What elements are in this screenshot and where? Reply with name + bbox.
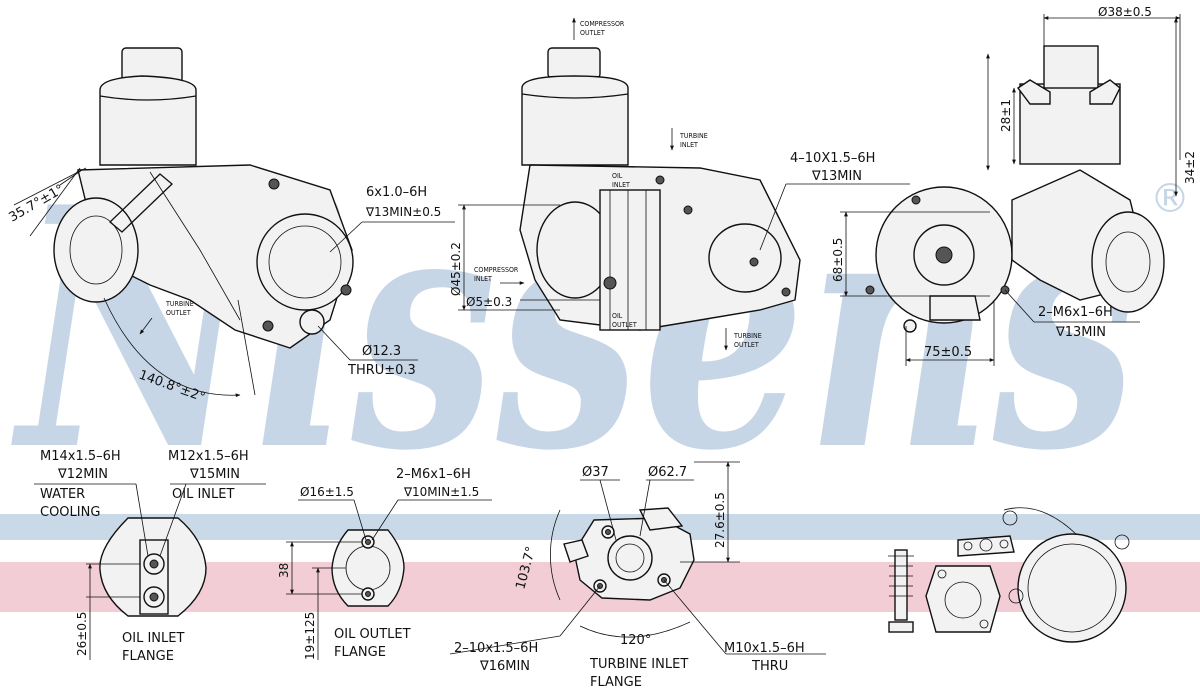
hole-dia-label: Ø12.3 bbox=[362, 344, 401, 359]
water-label-2: COOLING bbox=[40, 505, 100, 520]
dim-75-label: 75±0.5 bbox=[924, 345, 972, 360]
title-line-2: FLANGE bbox=[122, 649, 174, 664]
hole-thru-label: THRU±0.3 bbox=[347, 363, 416, 378]
thread-depth-label: ∇13MIN bbox=[811, 169, 862, 184]
oil-outlet-flange-body bbox=[331, 529, 405, 607]
thread-label: 2–10x1.5–6H bbox=[454, 641, 538, 656]
oil-gasket bbox=[925, 565, 1001, 633]
dia-16-label: Ø16±1.5 bbox=[300, 485, 354, 499]
dim-28-label: 28±1 bbox=[999, 99, 1013, 132]
dim-38-label: 38 bbox=[277, 563, 291, 578]
top-center-view: COMPRESSOR OUTLET TURBINE INLET OIL INLE… bbox=[449, 17, 910, 351]
turbine-inlet-label-1: TURBINE bbox=[679, 132, 708, 140]
title-line-1: OIL OUTLET bbox=[334, 627, 411, 642]
thread-label: 2–M6x1–6H bbox=[396, 467, 471, 482]
dia-38-label: Ø38±0.5 bbox=[1098, 5, 1152, 19]
water-label-1: WATER bbox=[40, 487, 85, 502]
dim-34-label: 34±2 bbox=[1183, 151, 1197, 184]
turbine-housing-bore bbox=[708, 223, 782, 293]
thread-depth-label: ∇13MIN±0.5 bbox=[365, 205, 441, 219]
dim-68-label: 68±0.5 bbox=[831, 238, 845, 282]
center-housing bbox=[599, 189, 661, 331]
small-gasket bbox=[957, 535, 1015, 557]
thread-depth-label: ∇13MIN bbox=[1055, 325, 1106, 340]
thread-depth-label: ∇10MIN±1.5 bbox=[403, 485, 479, 499]
turbine-outlet-label-2: OUTLET bbox=[734, 341, 759, 349]
compressor-outlet-label-2: OUTLET bbox=[580, 29, 605, 37]
oil-outlet-flange-view: Ø16±1.5 2–M6x1–6H ∇10MIN±1.5 38 19±125 O… bbox=[277, 467, 492, 660]
thread-label: 4–10X1.5–6H bbox=[790, 151, 875, 166]
compressor-outlet-label-1: COMPRESSOR bbox=[580, 20, 625, 28]
title-line-2: FLANGE bbox=[590, 675, 642, 690]
dia-37-label: Ø37 bbox=[582, 465, 609, 480]
turbine-gasket bbox=[1017, 533, 1127, 643]
oil-thread-label: M12x1.5–6H bbox=[168, 449, 249, 464]
registered-mark: ® bbox=[1150, 176, 1190, 222]
compressor-inlet bbox=[53, 197, 139, 303]
compressor-inlet-label-2: INLET bbox=[474, 275, 492, 283]
turbine-outlet-bore bbox=[256, 213, 354, 311]
turbine-outlet-label-1: TURBINE bbox=[165, 300, 194, 308]
turbine-outlet-label-2: OUTLET bbox=[166, 309, 191, 317]
compressor-cover bbox=[99, 75, 197, 166]
outlet-neck bbox=[1043, 45, 1099, 89]
oil-inlet-label: OIL INLET bbox=[172, 487, 234, 502]
water-thread-label: M14x1.5–6H bbox=[40, 449, 121, 464]
dia-5-label: Ø5±0.3 bbox=[466, 295, 512, 309]
dia-45-label: Ø45±0.2 bbox=[449, 242, 463, 296]
dia-627-label: Ø62.7 bbox=[648, 465, 687, 480]
thread-label: 2–M6x1–6H bbox=[1038, 305, 1113, 320]
top-right-view: Ø38±0.5 28±1 34±2 68±0.5 75±0.5 2–M6x1–6… bbox=[831, 5, 1197, 366]
angle-120-label: 120° bbox=[620, 633, 651, 648]
dim-276-label: 27.6±0.5 bbox=[713, 492, 727, 548]
oil-outlet-label-2: OUTLET bbox=[612, 321, 637, 329]
title-line-2: FLANGE bbox=[334, 645, 386, 660]
thread-label: 6x1.0–6H bbox=[366, 185, 427, 200]
compressor-inlet-label-1: COMPRESSOR bbox=[474, 266, 519, 274]
turbine-inlet-flange-view: Ø37 Ø62.7 27.6±0.5 103.7° 120° 2–10x1.5–… bbox=[449, 461, 826, 690]
outlet-pipe bbox=[547, 47, 601, 79]
top-left-view: 35.7°±1° 6x1.0–6H ∇13MIN±0.5 TURBINE OUT… bbox=[7, 47, 455, 405]
oil-depth-label: ∇15MIN bbox=[189, 467, 240, 482]
water-depth-label: ∇12MIN bbox=[57, 467, 108, 482]
m10-thru-label: THRU bbox=[751, 659, 788, 674]
gaskets-and-stud bbox=[888, 507, 1130, 643]
oil-outlet-label-1: OIL bbox=[612, 312, 623, 320]
thread-depth-label: ∇16MIN bbox=[479, 659, 530, 674]
title-line-1: OIL INLET bbox=[122, 631, 184, 646]
title-line-1: TURBINE INLET bbox=[589, 657, 688, 672]
dim-26-label: 26±0.5 bbox=[75, 612, 89, 656]
turbine-outlet-label-1: TURBINE bbox=[733, 332, 762, 340]
dim-19-label: 19±125 bbox=[303, 612, 317, 660]
oil-inlet-flange-view: M14x1.5–6H ∇12MIN WATER COOLING M12x1.5–… bbox=[34, 449, 266, 664]
compressor-cover bbox=[521, 75, 629, 166]
oil-inlet-label-1: OIL bbox=[612, 172, 623, 180]
stud-nut bbox=[888, 621, 914, 633]
turbine-inlet-label-2: INLET bbox=[680, 141, 698, 149]
oil-inlet-label-2: INLET bbox=[612, 181, 630, 189]
stud-bolt bbox=[894, 549, 908, 621]
m10-label: M10x1.5–6H bbox=[724, 641, 805, 656]
